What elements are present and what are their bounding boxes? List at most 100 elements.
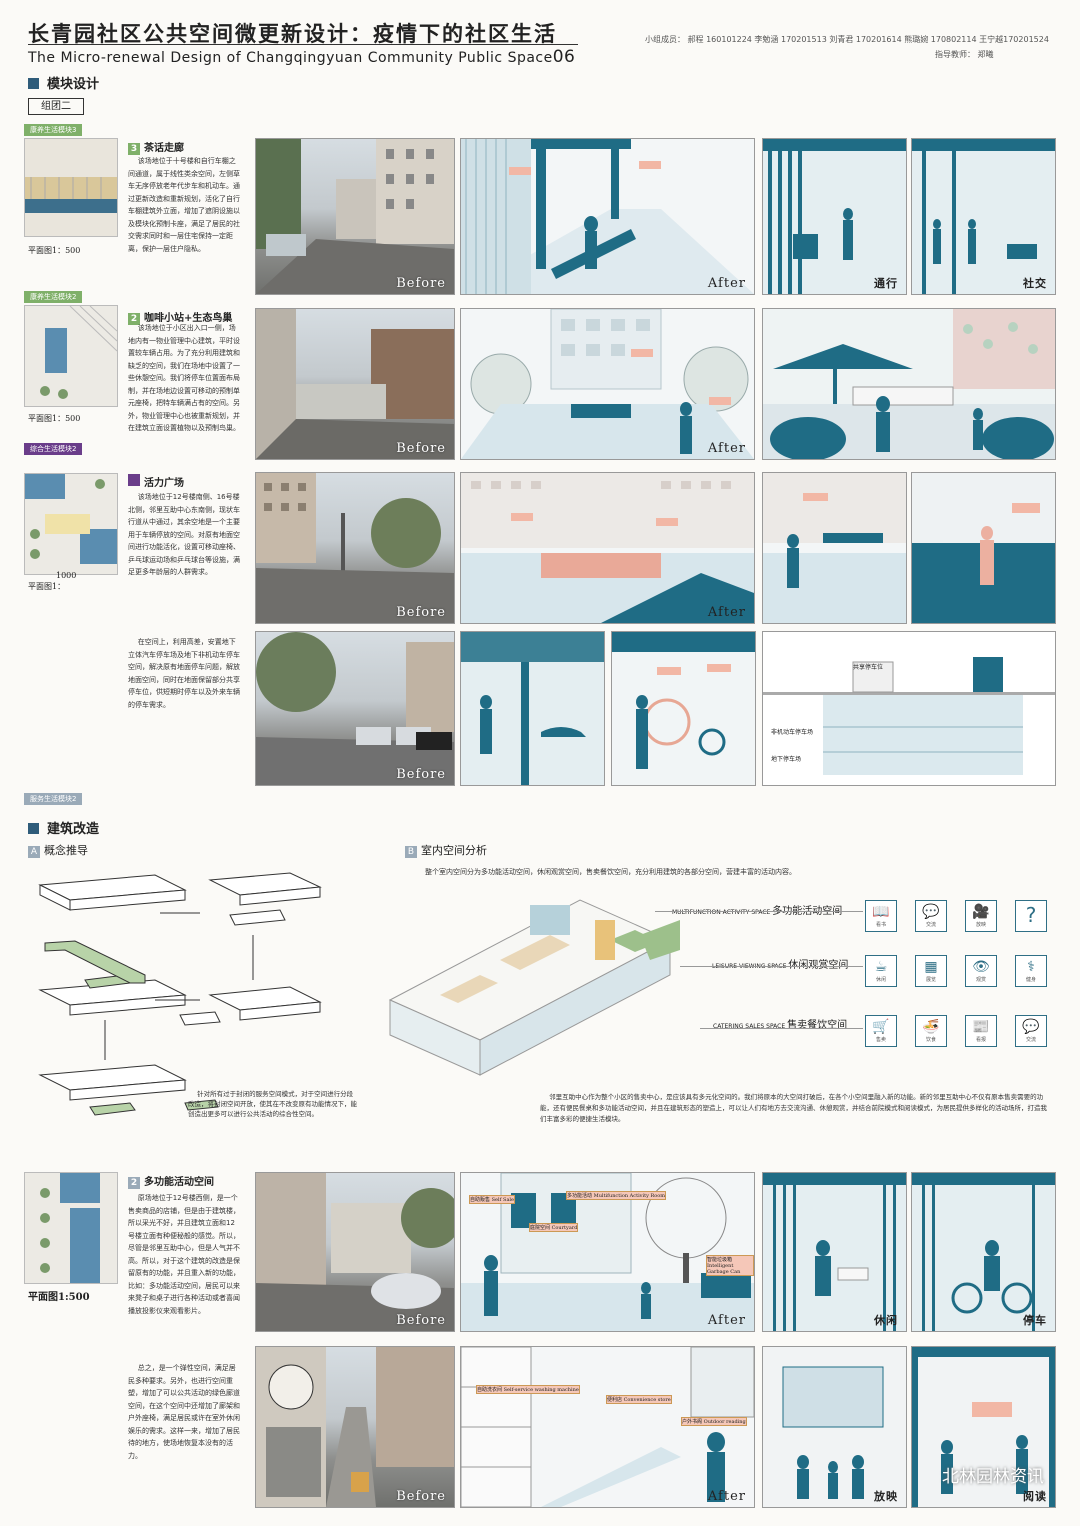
icon-glyph: 💬 [922, 904, 940, 920]
sub-mark: A [28, 846, 40, 858]
photo-before: Before [255, 1172, 455, 1332]
panel-label: After [707, 276, 746, 291]
subtitle-text: The Micro-renewal Design of Changqingyua… [28, 50, 553, 66]
module-number: 2 [128, 1177, 140, 1189]
panel-label: After [707, 605, 746, 620]
icon-label: 售卖 [875, 1037, 886, 1043]
site-plan [24, 305, 118, 407]
gallery-icon: ▦展览 [915, 955, 947, 987]
illustration-parking: 停车 [911, 1172, 1056, 1332]
icon-glyph: 🎥 [972, 904, 990, 920]
panel-label: Before [396, 276, 446, 291]
illustration-leisure: 休闲 [762, 1172, 907, 1332]
question-icon: ? [1015, 900, 1047, 932]
panel-label: Before [396, 1489, 446, 1504]
diagram-label: 非机动车停车场 [771, 729, 814, 736]
book-icon: 📖看书 [865, 900, 897, 932]
leader-line [680, 966, 863, 967]
illustration-underground [460, 631, 605, 786]
illustration-passage: 通行 [762, 138, 907, 295]
module-tag: 服务生活模块2 [24, 793, 83, 805]
module-tag: 综合生活模块2 [24, 443, 83, 455]
annotation-label: 自助洗衣间 Self-service washing machine [476, 1385, 580, 1394]
panel-label: 阅读 [1023, 1490, 1047, 1503]
icon-glyph: ? [1025, 903, 1037, 927]
panel-label: After [707, 1313, 746, 1328]
camera-icon: 🎥放映 [965, 900, 997, 932]
module-description: 该场地位于小区出入口一侧，场地内有一物业管理中心建筑，平时设置较车辆占用。为了充… [128, 324, 240, 432]
icon-label: 展览 [925, 977, 936, 983]
photo-before: Before [255, 631, 455, 786]
page-subtitle: The Micro-renewal Design of Changqingyua… [28, 47, 575, 67]
panel-label: 通行 [874, 277, 898, 290]
icon-glyph: ⚕ [1027, 959, 1035, 975]
chat-icon: 💬交流 [1015, 1015, 1047, 1047]
panel-label: 停车 [1023, 1314, 1047, 1327]
coffee-icon: ☕ 休闲 [865, 955, 897, 987]
illustration-after: 自助贩售 Self Sale 多功能活动 Multifunction Activ… [460, 1172, 755, 1332]
watermark: 北林园林资讯 [942, 1467, 1044, 1487]
annotation-label: 便利店 Convenience store [606, 1395, 672, 1404]
illustration-after: After [460, 308, 755, 460]
module-number [128, 474, 140, 486]
annotation-label: 多功能活动 Multifunction Activity Room [566, 1191, 667, 1200]
team-members: 小组成员： 郝程 160101224 李勉涵 170201513 刘青君 170… [645, 35, 1049, 44]
module-tag: 康养生活模块2 [24, 291, 83, 303]
plan-caption: 平面图1：500 [28, 246, 81, 255]
site-plan [24, 1172, 118, 1284]
concept-note: 针对所有过于封闭的服务空间模式，对于空间进行分段改造，将封闭空间开放，使其在不改… [188, 1090, 357, 1118]
plan-scale: 1000 [56, 571, 77, 580]
concept-diagram [35, 865, 365, 1125]
panel-label: 放映 [874, 1490, 898, 1503]
annotation-label: 智能垃圾箱 Intelligent Garbage Can [706, 1255, 754, 1276]
plan-caption: 平面图1：500 [28, 414, 81, 423]
annotation-label: 自助贩售 Self Sale [469, 1195, 515, 1204]
section-diagram: 共享停车位 非机动车停车场 地下停车场 [762, 631, 1056, 786]
plan-caption: 平面图1:500 [28, 1292, 90, 1303]
activity-description-1: 原场地位于12号楼西侧，是一个售卖商品的店铺，但是由于建筑楼，所以采光不好，并且… [128, 1194, 240, 1315]
module-description: 在空间上，利用高差，安置地下立体汽车停车场及地下非机动车停车空间，解决原有地面停… [128, 638, 240, 709]
bowl-icon: 🍜饮食 [915, 1015, 947, 1047]
annotation-label: 户外书阁 Outdoor reading [681, 1417, 747, 1426]
illustration-after: After [460, 138, 755, 295]
photo-before: Before [255, 138, 455, 295]
sub-title: 室内空间分析 [421, 844, 487, 857]
sub-mark: B [405, 846, 417, 858]
module-description: 该场地位于12号楼南侧、16号楼北侧，邻里互助中心东南侧，现状车行道从中通过，其… [128, 493, 240, 576]
space-label-catering: CATERING SALES SPACE 售卖餐饮空间 [713, 1016, 847, 1031]
activity-description-2: 总之，是一个弹性空间，满足居民多种要求。另外，也进行空间重塑，增加了可以公共活动… [128, 1364, 240, 1460]
module-name: 茶话走廊 [144, 143, 184, 154]
diagram-label: 地下停车场 [771, 756, 802, 763]
module-name: 活力广场 [144, 478, 184, 489]
panel-label: Before [396, 441, 446, 456]
illustration-bike [611, 631, 756, 786]
photo-before: Before [255, 1346, 455, 1508]
interior-intro: 整个室内空间分为多功能活动空间，休闲观赏空间，售卖餐饮空间，充分利用建筑的各部分… [425, 868, 796, 876]
icon-label: 观赏 [975, 977, 986, 983]
section-title: 模块设计 [47, 77, 100, 92]
module-title: 3 茶话走廊 [128, 139, 184, 155]
newspaper-icon: 📰看报 [965, 1015, 997, 1047]
title-underline [28, 44, 578, 45]
icon-label: 交流 [925, 922, 936, 928]
panel-label: Before [396, 605, 446, 620]
module-name: 多功能活动空间 [144, 1177, 214, 1188]
icon-glyph: 🍜 [922, 1019, 940, 1035]
panel-label: 休闲 [874, 1314, 898, 1327]
icon-glyph: ☕ [874, 959, 888, 975]
icon-label: 健身 [1025, 977, 1036, 983]
icon-glyph: 📖 [872, 904, 890, 920]
advisor: 指导教师： 郑曦 [935, 50, 994, 59]
icon-label: 休闲 [875, 977, 886, 983]
module-number: 3 [128, 143, 140, 155]
site-plan [24, 138, 118, 237]
section-building: 建筑改造 [28, 818, 99, 837]
panel-label: Before [396, 767, 446, 782]
leader-line [655, 911, 863, 912]
icon-label: 看报 [975, 1037, 986, 1043]
illustration-reading: 阅读 [911, 1346, 1056, 1508]
panel-label: After [707, 1489, 746, 1504]
cart-icon: 🛒售卖 [865, 1015, 897, 1047]
sheet-number: 06 [552, 47, 576, 67]
